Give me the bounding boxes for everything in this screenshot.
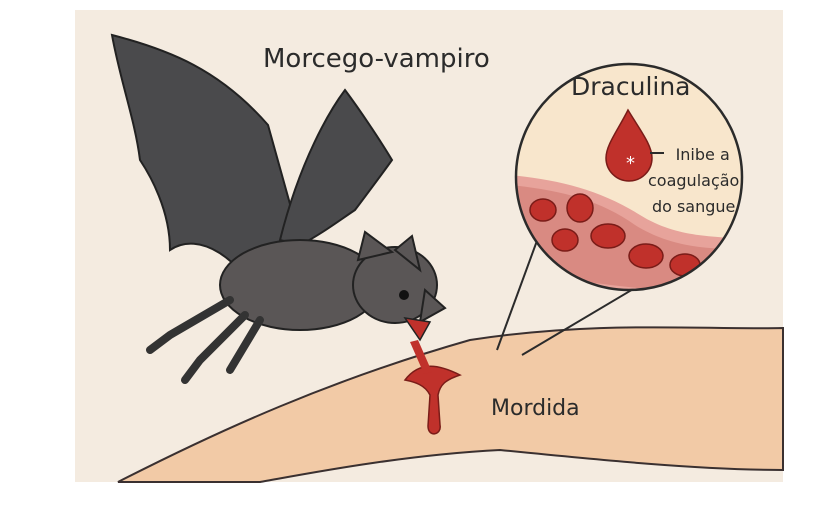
bite-label: Mordida xyxy=(491,396,580,421)
pointer-line xyxy=(496,237,539,351)
bat-ear xyxy=(393,234,422,273)
diagram-title: Morcego-vampiro xyxy=(263,44,490,74)
bat-wing-right xyxy=(278,88,394,247)
bat-wing-left xyxy=(110,33,302,302)
bat-ear xyxy=(356,230,395,262)
inset-title: Draculina xyxy=(571,72,691,101)
red-blood-cells xyxy=(529,193,701,277)
annotation-line: Inibe a xyxy=(675,145,730,164)
pointer-line xyxy=(521,284,641,356)
bat-legs xyxy=(146,296,264,384)
draculina-drop-icon xyxy=(605,108,653,182)
blood-stream xyxy=(410,340,432,374)
inset-annotation: Inibe a coagulação do sangue xyxy=(648,142,739,220)
bat-eye xyxy=(399,290,409,300)
annotation-line: coagulação xyxy=(648,171,740,190)
blood-pool xyxy=(403,365,462,435)
asterisk-icon: * xyxy=(626,153,635,174)
bat-snout xyxy=(418,288,447,324)
annotation-line: do sangue xyxy=(651,197,736,216)
arm xyxy=(117,326,784,483)
bat-mouth xyxy=(403,316,432,342)
